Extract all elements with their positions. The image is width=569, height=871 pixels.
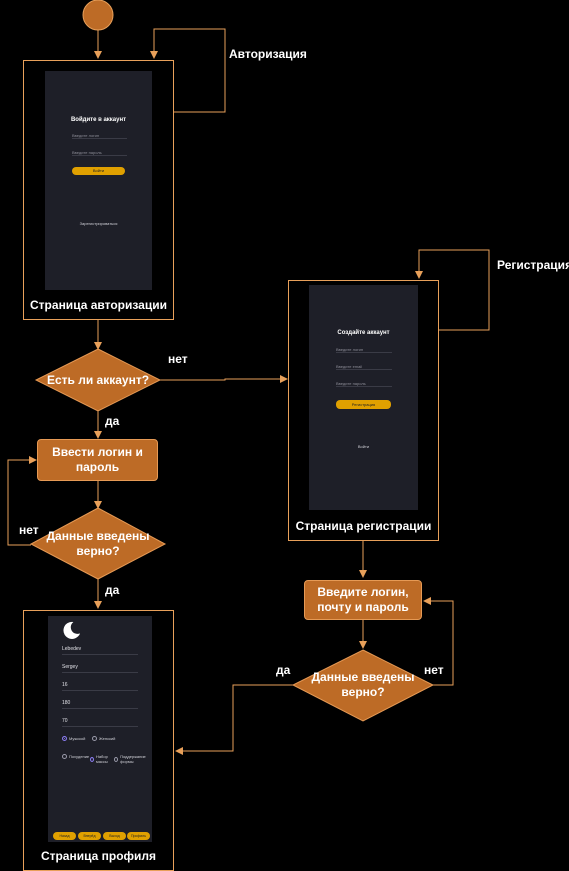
goal-radio-gain[interactable]: Набор массы xyxy=(90,754,112,764)
nav-forward-button[interactable]: Вперёд xyxy=(78,832,101,840)
gender-radio-female[interactable]: Женский xyxy=(92,736,115,741)
auth-phone-mockup: Войдите в аккаунт Введите логин Введите … xyxy=(45,71,152,290)
profile-phone-mockup: Lebedev Sergey 16 180 70 Мужской Женский… xyxy=(48,616,152,842)
edge-decision-no xyxy=(160,375,288,383)
profile-field-weight[interactable]: 70 xyxy=(62,718,138,727)
loop-check2-no xyxy=(423,597,454,686)
auth-password-input[interactable]: Введите пароль xyxy=(72,150,127,156)
goal-radio-loss[interactable]: Похудение xyxy=(62,754,89,759)
register-email-input[interactable]: Введите email xyxy=(336,364,392,370)
decision-login-text: Данные введены верно? xyxy=(46,529,150,558)
decision-account-yes-label: да xyxy=(105,414,120,428)
register-phone-mockup: Создайте аккаунт Введите логин Введите e… xyxy=(309,285,418,510)
gender-female-label: Женский xyxy=(99,736,116,741)
process-enter-login-text: Ввести логин и пароль xyxy=(52,445,143,474)
gender-male-label: Мужской xyxy=(69,736,86,741)
auth-login-input[interactable]: Введите логин xyxy=(72,133,127,139)
moon-icon[interactable] xyxy=(62,621,81,640)
radio-dot xyxy=(114,756,119,762)
register-login-input[interactable]: Введите логин xyxy=(336,347,392,353)
profile-field-age[interactable]: 16 xyxy=(62,682,138,691)
process-enter-register: Введите логин, почту и пароль xyxy=(304,580,422,620)
decision-register-yes-label: да xyxy=(276,663,291,677)
register-password-input[interactable]: Введите пароль xyxy=(336,381,392,387)
auth-title: Войдите в аккаунт xyxy=(70,117,127,123)
goal-loss-label: Похудение xyxy=(69,754,90,759)
decision-register-shape xyxy=(291,649,435,722)
goal-maintain-label: Поддержание формы xyxy=(120,754,146,764)
radio-dot xyxy=(92,736,97,741)
process-enter-register-text: Введите логин, почту и пароль xyxy=(317,585,409,614)
decision-login-no-label: нет xyxy=(19,523,39,537)
auth-page-box: Войдите в аккаунт Введите логин Введите … xyxy=(23,60,174,320)
decision-login-shape xyxy=(29,507,167,580)
nav-profile-button[interactable]: Профиль xyxy=(127,832,150,840)
start-node xyxy=(82,0,114,31)
nav-back-button[interactable]: Назад xyxy=(53,832,76,840)
decision-register-no-label: нет xyxy=(424,663,444,677)
auth-page-caption: Страница авторизации xyxy=(30,298,167,312)
auth-register-link[interactable]: Зарегистрироваться xyxy=(79,221,118,226)
register-page-box: Создайте аккаунт Введите логин Введите e… xyxy=(288,280,439,541)
decision-register-text: Данные введены верно? xyxy=(311,670,415,699)
goal-gain-label: Набор массы xyxy=(95,754,108,764)
loop-auth-label: Авторизация xyxy=(229,47,307,61)
loop-register-label: Регистрация xyxy=(497,258,569,272)
register-page-caption: Страница регистрации xyxy=(295,519,432,533)
process-enter-login: Ввести логин и пароль xyxy=(37,439,158,481)
decision-account-text: Есть ли аккаунт? xyxy=(46,373,150,387)
profile-field-height[interactable]: 180 xyxy=(62,700,138,709)
decision-account-shape xyxy=(34,348,162,412)
gender-radio-male[interactable]: Мужской xyxy=(62,736,85,741)
profile-field-lastname[interactable]: Lebedev xyxy=(62,646,138,655)
loop-register xyxy=(415,249,490,331)
register-title: Создайте аккаунт xyxy=(337,330,390,336)
profile-field-firstname[interactable]: Sergey xyxy=(62,664,138,673)
loop-auth xyxy=(150,28,226,113)
edge-check2-yes xyxy=(175,684,293,755)
decision-account-no-label: нет xyxy=(168,352,188,366)
register-login-link[interactable]: Войти xyxy=(357,444,370,449)
loop-check-no xyxy=(7,456,37,546)
radio-dot xyxy=(90,756,94,762)
register-button[interactable]: Регистрация xyxy=(336,400,391,409)
profile-page-caption: Страница профиля xyxy=(40,849,157,863)
profile-page-box: Lebedev Sergey 16 180 70 Мужской Женский… xyxy=(23,610,174,871)
decision-login-yes-label: да xyxy=(105,583,120,597)
radio-dot xyxy=(62,754,67,759)
auth-login-button[interactable]: Войти xyxy=(72,167,125,175)
nav-exit-button[interactable]: Выход xyxy=(103,832,126,840)
goal-radio-maintain[interactable]: Поддержание формы xyxy=(114,754,148,764)
radio-dot xyxy=(62,736,67,741)
